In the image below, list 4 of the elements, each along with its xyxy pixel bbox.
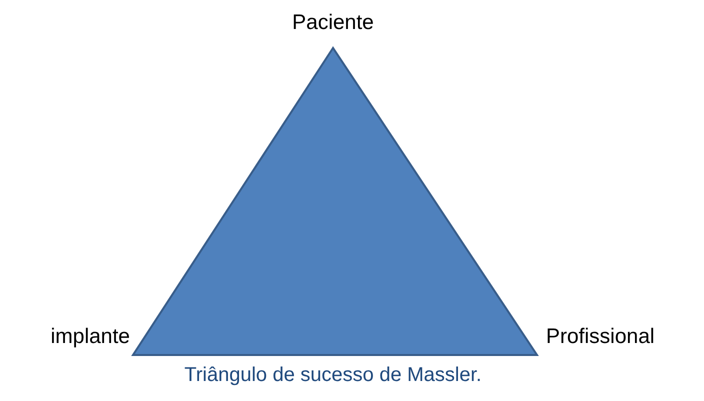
vertex-label: Paciente — [292, 12, 374, 33]
caption: Triângulo de sucesso de Massler. — [184, 364, 482, 386]
vertex-label: implante — [50, 326, 130, 347]
vertex-label: Profissional — [546, 326, 655, 347]
